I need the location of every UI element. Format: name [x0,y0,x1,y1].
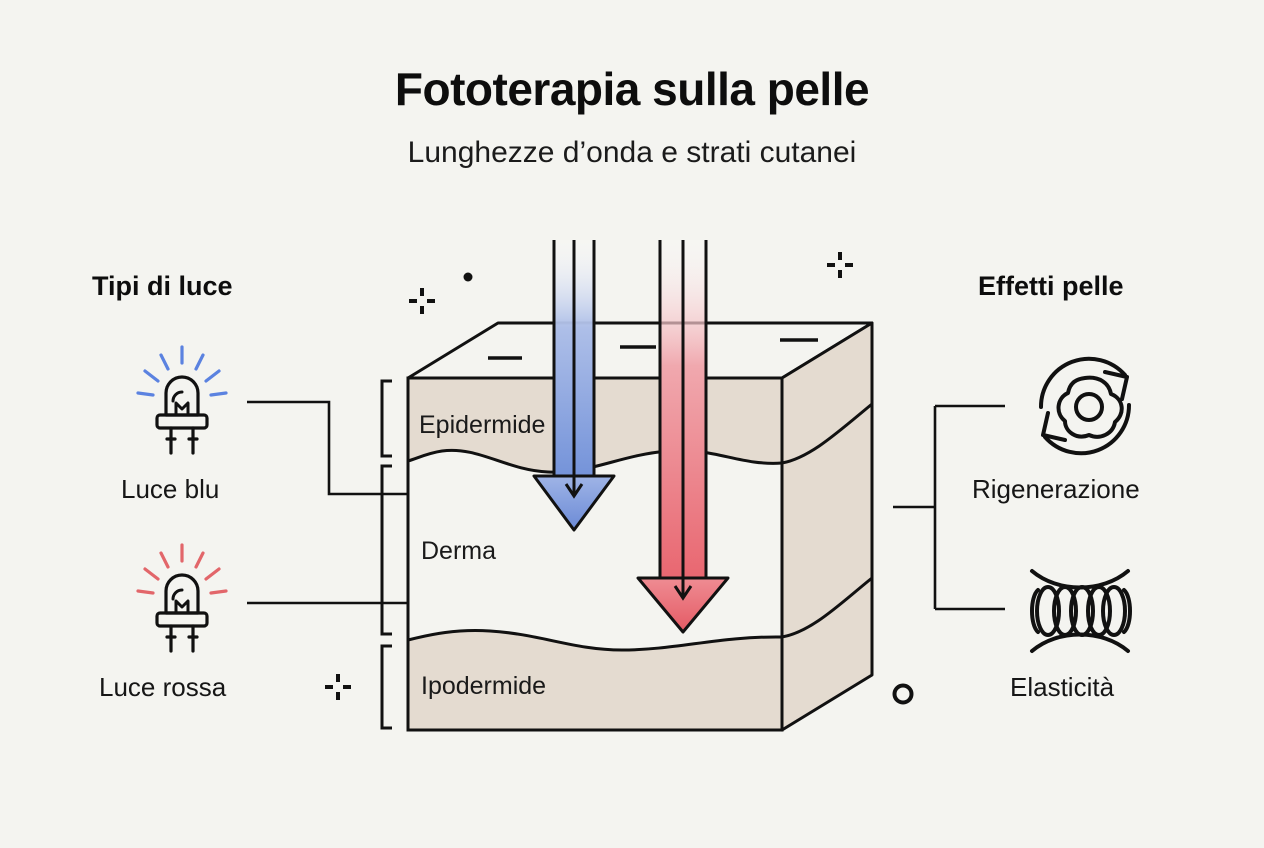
layer-label-epidermide: Epidermide [419,411,546,439]
cycle-arrow-bottom-head [1041,411,1067,442]
cell-regeneration-icon[interactable] [1038,356,1132,456]
layer-label-ipodermide: Ipodermide [421,672,547,700]
boundary-derma-ipodermis [406,629,784,652]
led-dome [164,375,200,417]
layer-label-derma: Derma [421,537,497,565]
led-bulb-icon-blue[interactable] [136,345,228,455]
cell-blob [1056,375,1124,439]
led-bulb-icon-red[interactable] [136,543,228,653]
bracket-epidermide [380,379,392,458]
page-subtitle: Lunghezze d’onda e strati cutanei [407,136,857,169]
skin-layer-ipodermide [408,630,782,730]
bracket-derma [380,464,392,636]
led-base [155,413,209,430]
spring-coils [1035,585,1127,637]
led-rays-red [136,543,228,595]
cycle-arrow-bottom [1043,403,1132,456]
decoration-dot [463,272,473,282]
led-pins [165,624,199,653]
spring-end-caps [1030,588,1132,634]
skin-block [406,321,874,732]
led-highlight [171,588,184,601]
red-beam [636,240,730,634]
led-rays-blue [136,345,228,397]
blue-inner-arrow [564,240,584,499]
left-column-heading: Tipi di luce [92,271,233,301]
led-pins [165,426,199,455]
right-column-heading: Effetti pelle [978,271,1124,301]
left-item-label-0: Luce blu [121,474,220,504]
led-highlight [171,390,184,403]
skin-right-wave-epidermis [781,402,873,465]
elasticity-spring-icon[interactable] [1030,569,1132,653]
skin-right-wave-hypodermis [781,576,873,639]
layer-brackets [380,379,392,730]
page-title: Fototerapia sulla pelle [394,63,870,115]
decoration-sparkle-plus-bottom-left [325,674,351,700]
blue-beam [532,240,616,532]
led-filament [174,401,190,415]
connector-effects [893,404,1005,611]
left-item-label-1: Luce rossa [99,672,227,702]
decoration-sparkle-plus-top-right [827,252,853,278]
right-item-label-0: Rigenerazione [972,474,1140,504]
cell-nucleus [1074,392,1104,422]
cycle-arrow-top-head [1103,370,1129,401]
led-dome [164,573,200,615]
led-base [155,611,209,628]
skin-right-face [780,321,874,732]
bracket-ipodermide [380,644,392,730]
cycle-arrow-top [1038,356,1127,409]
decoration-sparkle-plus-left [409,288,435,314]
red-inner-arrow [673,240,693,601]
led-filament [174,599,190,613]
right-item-label-1: Elasticità [1010,672,1115,702]
decoration-ring [892,683,914,705]
skin-top-texture-dashes [488,338,818,360]
